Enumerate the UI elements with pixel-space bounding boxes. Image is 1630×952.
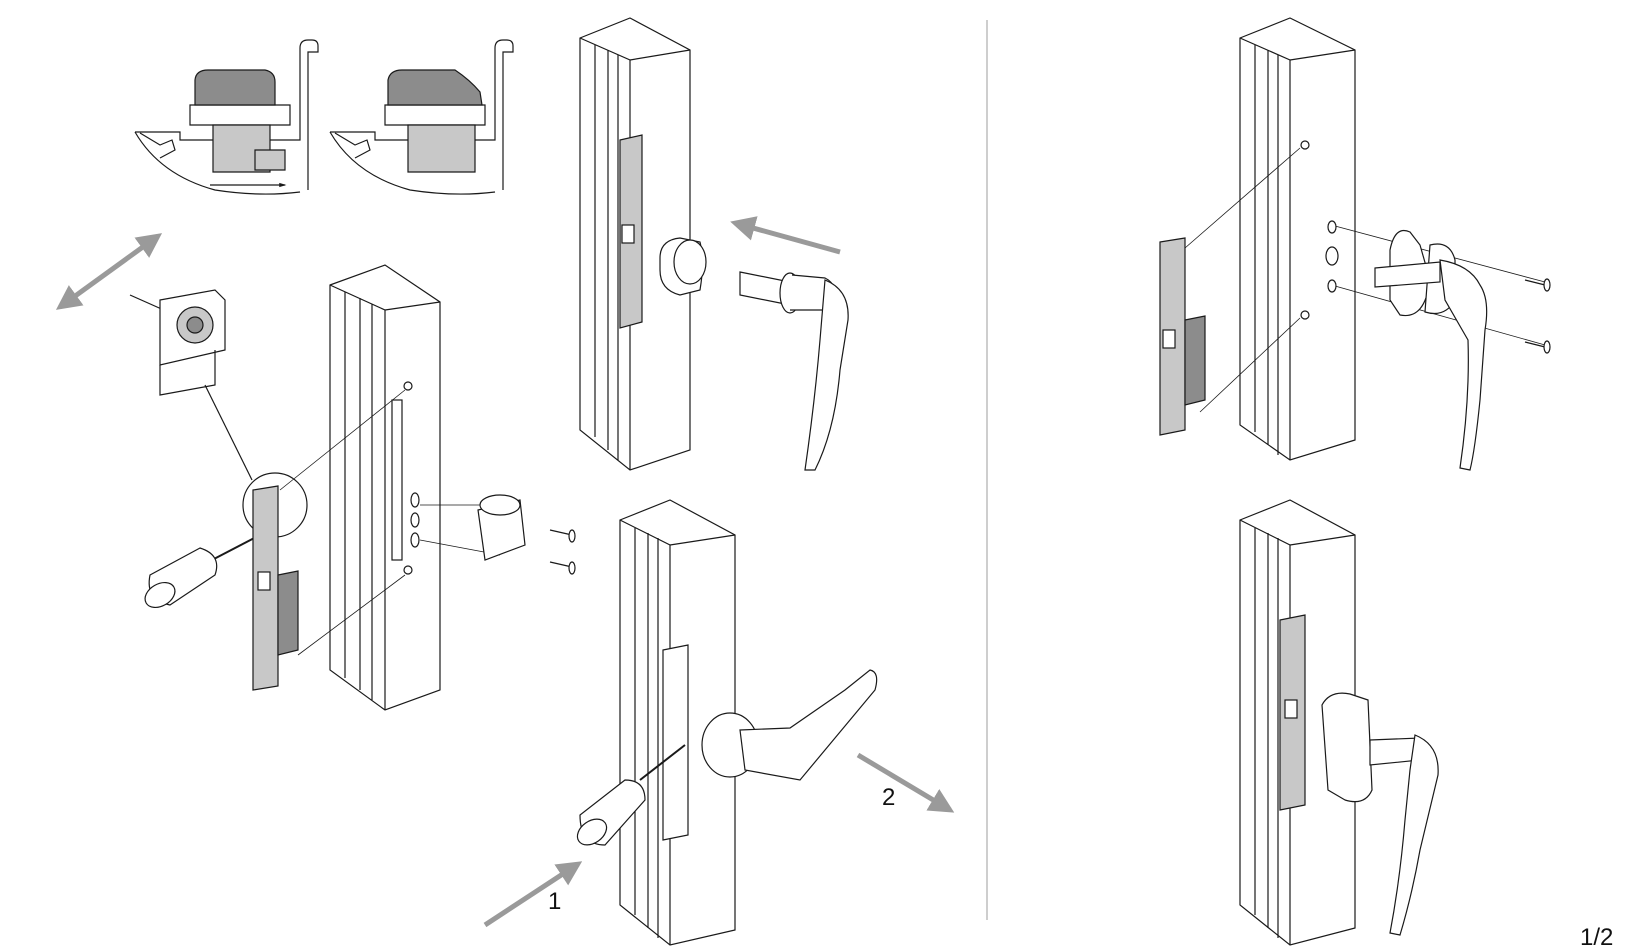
lock-plate-icon: [1159, 237, 1206, 436]
page-number: 1/2: [1580, 924, 1613, 951]
step-1-label: 1: [548, 888, 561, 915]
window-profile-icon: [619, 499, 736, 946]
step-2-label: 2: [882, 784, 895, 811]
window-profile-icon: [1239, 499, 1356, 946]
screw-icon: [549, 529, 576, 575]
insert-arrow: [730, 216, 841, 255]
screwdriver-icon: [576, 744, 686, 846]
window-profile-icon: [329, 264, 441, 711]
cross-section-detail-left: [134, 39, 319, 195]
screwdriver-icon: [144, 534, 261, 609]
window-profile-icon: [579, 17, 691, 471]
zoom-detail-callout: [129, 289, 308, 538]
cross-section-detail-right: [329, 39, 514, 195]
push-arrow-1: [483, 861, 583, 928]
rosette-icon: [659, 237, 707, 296]
pull-arrow-2: [856, 752, 955, 813]
door-handle-icon: [739, 271, 849, 471]
door-handle-icon: [1374, 259, 1488, 471]
screw-icon: [1524, 278, 1551, 354]
window-profile-icon: [1239, 17, 1356, 461]
door-handle-icon: [1321, 692, 1439, 936]
door-handle-icon: [701, 669, 878, 781]
lock-plate-icon: [252, 485, 299, 691]
rosette-icon: [410, 492, 526, 561]
adjust-double-arrow: [55, 233, 163, 310]
assembly-guide-lines: [1184, 147, 1546, 413]
